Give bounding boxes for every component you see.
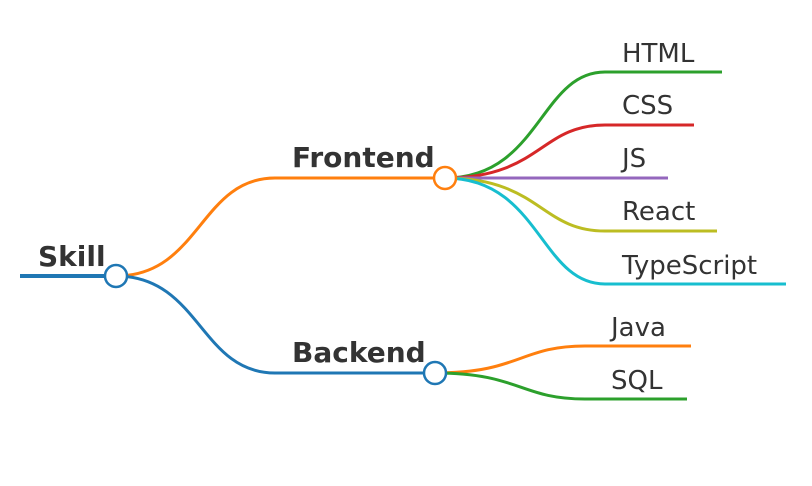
branch-label-backend: Backend [292,336,426,369]
leaf-label-java: Java [609,313,666,343]
branch-label-frontend: Frontend [292,141,435,174]
leaf-label-typescript: TypeScript [621,251,757,281]
leaf-java[interactable]: Java [434,313,691,375]
leaf-sql[interactable]: SQL [434,366,687,401]
root-node-circle[interactable] [103,263,129,289]
leaf-js[interactable]: JS [445,144,668,180]
leaf-connector-react [444,176,717,233]
leaf-html[interactable]: HTML [444,39,722,180]
leaf-label-js: JS [620,144,646,174]
leaf-css[interactable]: CSS [444,91,694,180]
leaf-label-react: React [622,197,695,227]
leaf-connector-html [444,70,722,180]
leaf-label-css: CSS [622,91,673,121]
leaf-label-sql: SQL [611,366,663,396]
leaf-typescript[interactable]: TypeScript [444,176,786,286]
leaf-connector-java [434,344,691,375]
branch-frontend[interactable]: Frontend [114,141,447,278]
branch-backend[interactable]: Backend [114,274,437,375]
root-node[interactable]: Skill [20,240,116,278]
leaf-connector-css [444,123,694,180]
frontend-node-circle[interactable] [432,165,458,191]
branch-connector-backend [114,274,437,375]
leaf-react[interactable]: React [444,176,717,233]
root-label: Skill [38,240,106,273]
branch-connector-frontend [114,176,447,278]
leaf-connector-typescript [444,176,786,286]
leaf-connector-sql [434,371,687,401]
backend-node-circle[interactable] [422,360,448,386]
leaf-label-html: HTML [622,39,695,69]
